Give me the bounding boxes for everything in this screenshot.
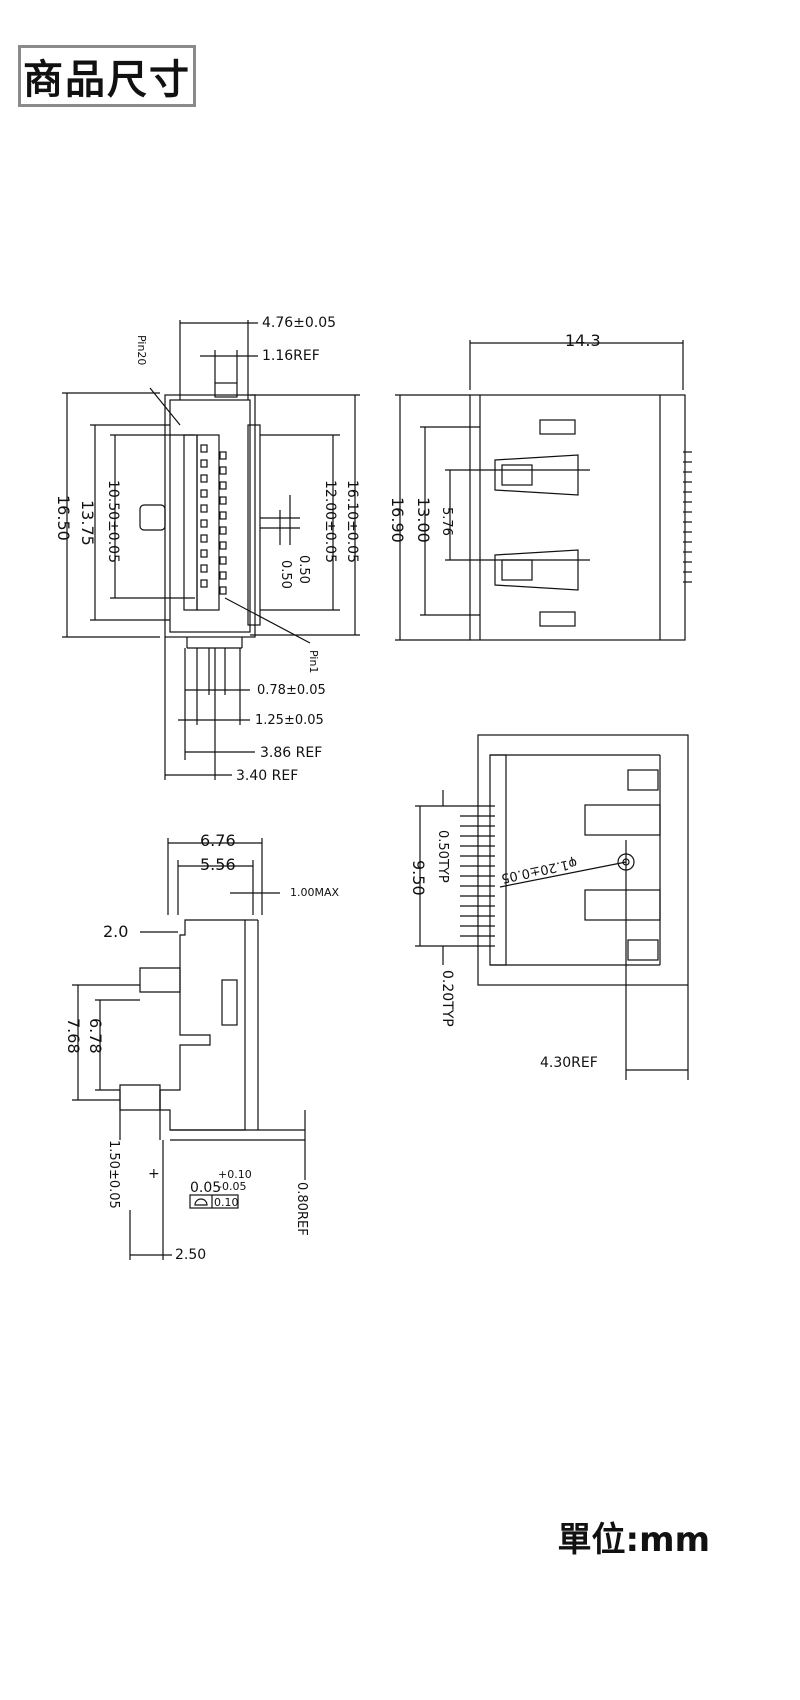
top-view-outer [469,394,686,641]
dim-pin-w: 0.78±0.05 [257,683,326,698]
dim-bottom-ref: 4.30REF [540,1055,598,1071]
dim-side-peg: 1.50±0.05 [106,1140,121,1209]
dim-bottom-hole: φ1.20±0.05 [500,855,579,886]
dim-side-tol-plus: +0.10 [218,1168,252,1181]
page-title: 商品尺寸 [23,57,191,103]
dim-inner-h: 12.00±0.05 [322,480,338,563]
dim-top-width: 14.3 [565,331,601,350]
dim-bottom-span: 9.50 [409,860,428,896]
dim-side-offset: 2.50 [175,1247,206,1263]
dim-bottom-pitch: 0.50TYP [435,830,450,883]
dim-overall-h: 16.50 [54,495,73,541]
dim-top-slot: 5.76 [439,507,454,536]
dim-side-w1: 6.76 [200,831,236,850]
dim-pin-pitch: 1.25±0.05 [255,713,324,728]
dim-foot-ref: 3.86 REF [260,745,322,761]
dim-top-height: 16.90 [388,497,407,543]
dim-pitch-b: 0.50 [278,560,293,589]
dim-bottom-pin: 0.20TYP [439,970,455,1027]
dim-side-tol: 0.05 [190,1180,221,1196]
label-pin1: Pin1 [307,650,320,673]
label-pin20: Pin20 [135,335,148,365]
bottom-view [415,734,689,1080]
front-view [62,320,360,780]
dim-pitch-a: 0.50 [296,555,311,584]
bottom-view-outer [477,734,689,986]
dim-width-top: 4.76±0.05 [262,315,336,331]
dim-pin-span: 10.50±0.05 [105,480,121,563]
dim-base-ref: 3.40 REF [236,768,298,784]
unit-label: 單位:mm [557,1520,710,1560]
dim-side-w2: 5.56 [200,855,236,874]
top-view-pins [683,451,692,583]
front-view-pins [200,444,227,595]
dim-side-ref: 0.80REF [294,1182,309,1236]
mark-plus: + [148,1166,160,1182]
dim-side-h1: 6.78 [86,1018,105,1054]
dim-side-max: 1.00MAX [290,886,340,899]
bottom-view-pins [460,805,495,947]
dim-side-h2: 7.68 [64,1018,83,1054]
dim-side-tol-minus: -0.05 [218,1180,246,1193]
dim-top-inner: 13.00 [414,497,433,543]
dim-body-h: 13.75 [78,500,97,546]
dim-outer-h: 16.10±0.05 [344,480,360,563]
top-view [395,340,692,641]
side-view [72,838,306,1260]
title-box: 商品尺寸 [18,45,196,107]
dim-side-flat: 0.10 [214,1196,239,1209]
dim-side-lip: 2.0 [103,922,128,941]
dim-ref-top: 1.16REF [262,348,320,364]
front-view-outer [164,394,256,638]
